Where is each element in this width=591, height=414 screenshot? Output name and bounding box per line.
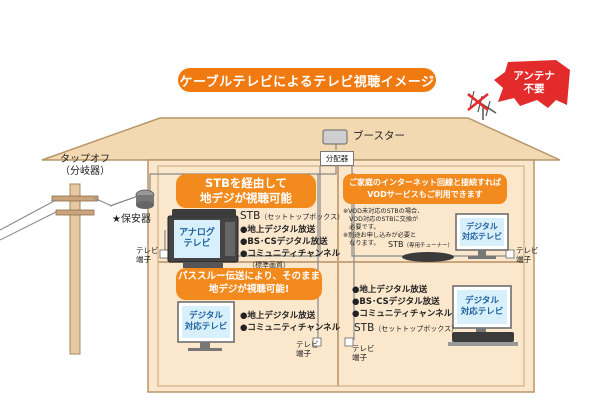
antenna-bubble	[494, 60, 570, 108]
stb-box-top-right	[402, 252, 454, 262]
analog-tv-screen-label: アナログ テレビ	[174, 220, 220, 258]
tv-bl-line1: デジタル	[189, 311, 223, 321]
tv-outlet-right-line1: テレビ	[516, 246, 539, 255]
notes-top-right: ※VOD未対応のSTBの場合、 VOD対応のSTBに交換が 必要です。 ※別途お…	[343, 208, 423, 248]
booster-box	[322, 129, 348, 145]
bullets-bottom-right: ●地上デジタル放送 ●BS･CSデジタル放送 ●コミュニティチャンネル	[352, 284, 452, 320]
tv-outlets	[159, 249, 515, 347]
tv-outlet-label-left: テレビ 端子	[136, 246, 159, 264]
note-tr-5: なります。	[343, 240, 380, 247]
note-tr-2: VOD対応のSTBに交換が	[343, 216, 419, 223]
callout-top-left-line1: STBを経由して	[204, 176, 288, 190]
tv-outlet-label-right: テレビ 端子	[516, 246, 539, 264]
bullet-tl-1: ●地上デジタル放送	[240, 225, 316, 235]
callout-bottom-left: パススルー伝送により、そのまま 地デジが視聴可能!	[176, 268, 322, 300]
note-tr-1: ※VOD未対応のSTBの場合、	[343, 208, 424, 215]
tv-tr-line1: デジタル	[466, 222, 498, 231]
digital-tv-bottom-left-screen-label: デジタル 対応テレビ	[182, 306, 230, 338]
bullet-bl-2: ●コミュニティチャンネル	[240, 323, 341, 333]
stb-label-top-left-main: STB	[240, 210, 261, 222]
stb-label-bottom-right: STB（セットトップボックス）	[354, 322, 458, 334]
bullet-br-3: ●コミュニティチャンネル	[352, 309, 453, 319]
digital-tv-bottom-right	[452, 285, 512, 332]
stb-box-bottom-right	[452, 332, 514, 342]
bullet-tl-3: ●コミュニティチャンネル	[240, 249, 341, 259]
digital-tv-bottom-right-screen-label: デジタル 対応テレビ	[457, 290, 507, 324]
stb-box-top-left	[172, 209, 236, 218]
tv-bl-line2: 対応テレビ	[184, 322, 228, 332]
antenna-bubble-line2: 不要	[523, 83, 545, 95]
callout-top-left: STBを経由して 地デジが視聴可能	[176, 174, 316, 208]
callout-top-right-line1: ご家庭のインターネット回線と接続すれば	[349, 178, 501, 187]
tap-off-line2: （分岐器）	[60, 166, 110, 177]
callout-top-right-line2: VODサービスもご利用できます	[367, 190, 483, 199]
protector-icon	[135, 189, 155, 209]
bullet-bl-1: ●地上デジタル放送	[240, 311, 316, 321]
stb-label-bottom-right-sub: （セットトップボックス）	[374, 325, 459, 333]
note-tr-4: ※別途お申し込みが必要と	[343, 232, 417, 239]
stb-label-top-right: STB（専用チューナー）	[388, 240, 453, 249]
tv-br-line1: デジタル	[465, 296, 499, 306]
inner-frame	[157, 165, 525, 387]
tv-outlet-label-center-left: テレビ 端子	[296, 340, 319, 358]
digital-tv-top-right	[455, 213, 509, 259]
utility-pole	[0, 183, 113, 355]
callout-top-left-line2: 地デジが視聴可能	[200, 191, 292, 205]
callout-bottom-left-line2: 地デジが視聴可能!	[208, 284, 290, 295]
tv-tr-line2: 対応テレビ	[462, 232, 502, 241]
antenna-bubble-line1: アンテナ	[513, 70, 555, 82]
tv-outlet-cr-line1: テレビ	[352, 344, 375, 353]
analog-tv-line2: テレビ	[183, 239, 211, 249]
tv-outlet-cr-line2: 端子	[352, 353, 367, 362]
note-tl: （標準画質）	[248, 261, 290, 269]
page-title: ケーブルテレビによるテレビ視聴イメージ	[178, 68, 436, 92]
tv-outlet-cl-line2: 端子	[296, 349, 311, 358]
roof	[41, 117, 561, 161]
antenna-bubble-text: アンテナ 不要	[506, 70, 562, 96]
tv-outlet-left-line1: テレビ	[136, 246, 159, 255]
tv-outlet-left-line2: 端子	[136, 255, 151, 264]
tv-outlet-label-center-right: テレビ 端子	[352, 344, 375, 362]
callout-bottom-left-line1: パススルー伝送により、そのまま	[178, 271, 320, 282]
analog-tv-line1: アナログ	[179, 228, 215, 238]
bullets-bottom-left: ●地上デジタル放送 ●コミュニティチャンネル	[240, 310, 340, 334]
bullet-tl-2: ●BS･CSデジタル放送	[240, 237, 328, 247]
bullet-br-2: ●BS･CSデジタル放送	[352, 297, 440, 307]
antenna-icon	[467, 90, 497, 120]
stb-label-top-right-sub: （専用チューナー）	[403, 243, 453, 249]
protector-label: ★保安器	[112, 214, 151, 225]
tv-outlet-right-line2: 端子	[516, 255, 531, 264]
stb-label-top-right-main: STB	[388, 240, 404, 249]
booster-label: ブースター	[353, 130, 405, 142]
stb-label-bottom-right-main: STB	[354, 322, 375, 334]
tv-br-line2: 対応テレビ	[460, 307, 504, 317]
digital-tv-bottom-left	[177, 301, 235, 351]
callout-top-right: ご家庭のインターネット回線と接続すれば VODサービスもご利用できます	[343, 174, 507, 204]
bullets-top-left: ●地上デジタル放送 ●BS･CSデジタル放送 ●コミュニティチャンネル （標準画…	[240, 224, 340, 270]
note-tr-3: 必要です。	[343, 224, 380, 231]
stb-label-top-left: STB（セットトップボックス）	[240, 210, 344, 222]
splitter-label: 分配器	[320, 151, 354, 166]
digital-tv-top-right-screen-label: デジタル 対応テレビ	[460, 218, 504, 246]
tap-off-line1: タップオフ	[60, 154, 110, 165]
tv-outlet-cl-line1: テレビ	[296, 340, 319, 349]
tap-off-label: タップオフ （分岐器）	[60, 154, 110, 178]
bullet-br-1: ●地上デジタル放送	[352, 285, 428, 295]
analog-tv	[167, 215, 239, 268]
stb-label-top-left-sub: （セットトップボックス）	[260, 213, 345, 221]
